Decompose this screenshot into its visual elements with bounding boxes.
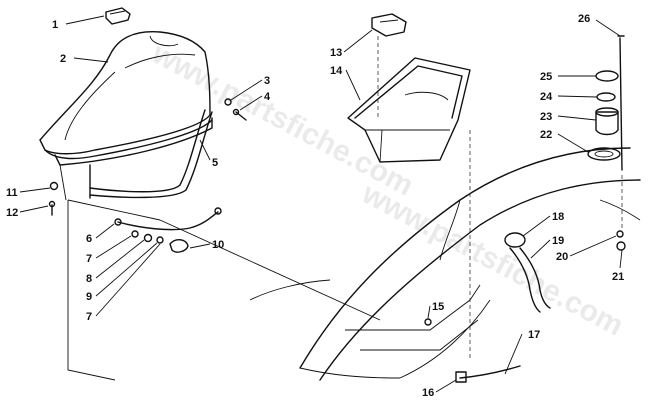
callout-20: 20	[556, 251, 568, 263]
connector	[371, 13, 407, 37]
clip	[424, 318, 432, 326]
callout-24: 24	[540, 91, 553, 103]
seat-fastener	[48, 181, 59, 216]
watermark-2: www.partsfiche.com	[356, 177, 629, 343]
callout-18: 18	[552, 211, 564, 223]
callout-12: 12	[6, 207, 18, 219]
callout-25: 25	[540, 71, 552, 83]
callout-6: 6	[86, 233, 92, 245]
callout-11: 11	[6, 187, 18, 199]
storage-box	[347, 57, 471, 163]
callouts: 1 2 3 4 5 6 7 8 9 7 10 11 12 13 14 15 16…	[6, 13, 624, 399]
callout-5: 5	[212, 157, 218, 169]
seat-screw	[224, 98, 247, 121]
callout-9: 9	[86, 291, 92, 303]
assembly-lines	[59, 36, 623, 381]
callout-3: 3	[264, 75, 270, 87]
callout-1: 1	[52, 19, 58, 31]
seat-brace	[89, 109, 213, 199]
callout-19: 19	[552, 235, 564, 247]
callout-4: 4	[264, 91, 271, 103]
seat	[39, 31, 213, 166]
callout-2: 2	[60, 53, 66, 65]
cable	[455, 365, 521, 383]
watermark: www.partsfiche.com	[146, 37, 419, 203]
callout-16: 16	[422, 387, 434, 399]
callout-8: 8	[86, 273, 92, 285]
callout-26: 26	[578, 13, 590, 25]
callout-7b: 7	[86, 311, 92, 323]
callout-17: 17	[528, 329, 540, 341]
body-outline	[249, 147, 641, 381]
callout-13: 13	[330, 47, 342, 59]
callout-23: 23	[540, 111, 552, 123]
tail-light	[105, 7, 131, 25]
callout-7a: 7	[86, 253, 92, 265]
vent-hose	[504, 232, 551, 313]
callout-21: 21	[612, 271, 624, 283]
wire-harness	[114, 207, 222, 253]
callout-10: 10	[212, 239, 224, 251]
callout-22: 22	[540, 129, 552, 141]
callout-leaders	[19, 15, 623, 393]
gasket	[616, 230, 626, 251]
callout-14: 14	[330, 65, 343, 77]
callout-15: 15	[432, 301, 444, 313]
